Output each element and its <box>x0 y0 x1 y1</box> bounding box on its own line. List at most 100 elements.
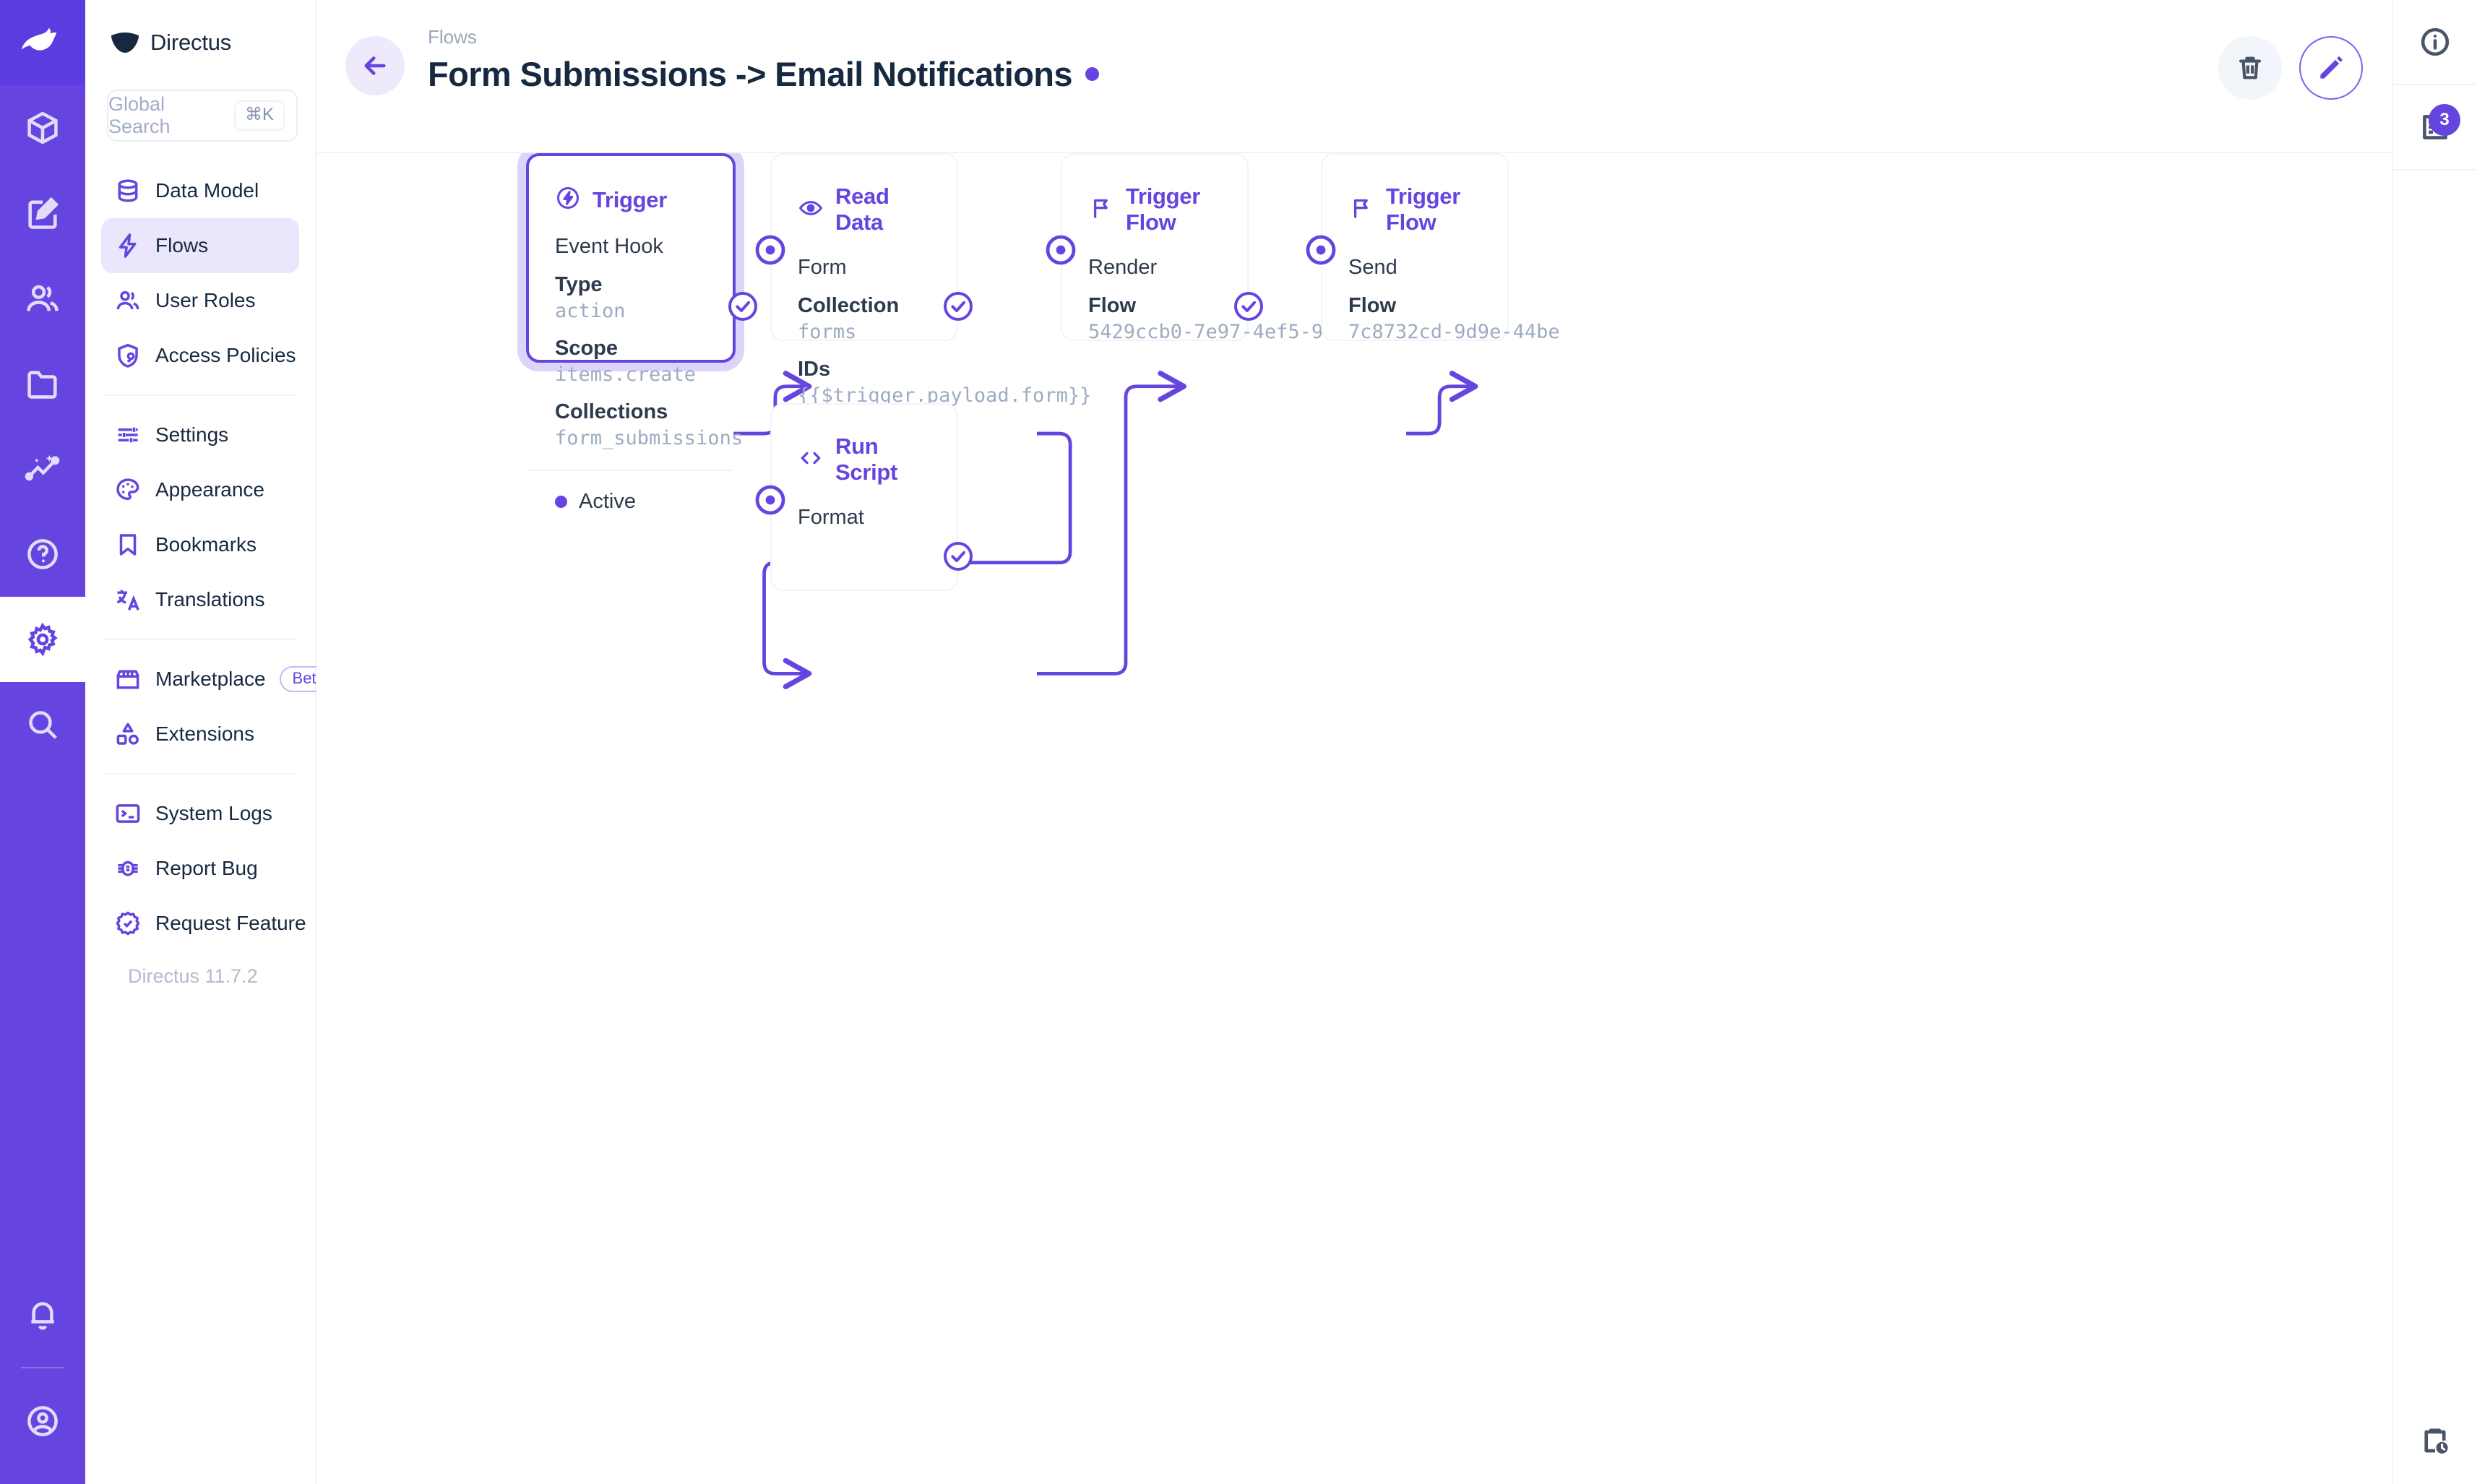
rail-divider <box>21 1367 64 1368</box>
sidebar-item-settings[interactable]: Settings <box>101 407 299 462</box>
sidebar-item-label: System Logs <box>155 802 272 824</box>
node-title-row: Read Data <box>798 184 931 236</box>
trigger-output-port[interactable] <box>725 289 760 324</box>
nav-group-data: Data Model Flows User Roles Access Polic… <box>85 163 315 383</box>
sidebar-item-flows[interactable]: Flows <box>101 218 299 273</box>
nav-group-settings: Settings Appearance Bookmarks Translatio… <box>85 407 315 627</box>
run-script-input-port[interactable] <box>753 483 788 517</box>
sidebar-item-request-feature[interactable]: Request Feature <box>101 896 306 951</box>
database-icon <box>114 177 142 204</box>
module-rail <box>0 0 85 1484</box>
editor-module[interactable] <box>0 171 85 256</box>
trigger-flow-send-input-port[interactable] <box>1304 233 1338 267</box>
flow-node-trigger-flow-send[interactable]: Trigger Flow Send Flow 7c8732cd-9d9e-44b… <box>1321 153 1560 343</box>
node-status-row: Active <box>529 470 733 514</box>
field-value: items.create <box>555 363 697 386</box>
shield-person-icon <box>114 342 142 369</box>
insights-module[interactable] <box>0 426 85 512</box>
info-panel-button[interactable] <box>2392 0 2477 85</box>
header-actions <box>2218 36 2363 100</box>
users-module[interactable] <box>0 256 85 341</box>
sidebar-item-bookmarks[interactable]: Bookmarks <box>101 517 299 572</box>
sidebar-item-label: Flows <box>155 234 209 256</box>
project-brand[interactable]: Directus <box>85 0 315 85</box>
flow-node-run-script[interactable]: Run Script Format <box>770 403 958 591</box>
right-drawer: 3 <box>2392 0 2477 1484</box>
sidebar-item-label: Translations <box>155 588 265 611</box>
sidebar-item-access-policies[interactable]: Access Policies <box>101 328 299 383</box>
header-titles: Flows Form Submissions -> Email Notifica… <box>428 26 1099 94</box>
eye-icon <box>798 195 824 225</box>
tune-icon <box>114 421 142 449</box>
version-label: Directus 11.7.2 <box>101 951 299 1001</box>
sidebar-item-label: Settings <box>155 423 229 446</box>
flow-logs-button[interactable]: 3 <box>2392 85 2477 171</box>
node-title-row: Trigger Flow <box>1348 184 1481 236</box>
sidebar-item-extensions[interactable]: Extensions <box>101 707 299 762</box>
bug-icon <box>114 855 142 882</box>
directus-logo[interactable] <box>0 0 85 85</box>
sidebar-item-label: Data Model <box>155 179 259 202</box>
help-module[interactable] <box>0 512 85 597</box>
nav-group-ext: Marketplace Beta Extensions <box>85 652 338 762</box>
flow-canvas[interactable]: Trigger Event Hook Type action Scope ite… <box>316 153 2392 1484</box>
sidebar-item-label: Appearance <box>155 478 265 501</box>
settings-module[interactable] <box>0 597 85 682</box>
notifications-button[interactable] <box>0 1272 85 1357</box>
field-key: IDs <box>798 358 831 381</box>
read-data-input-port[interactable] <box>753 233 788 267</box>
field-key: Flow <box>1088 294 1137 317</box>
run-script-output-port[interactable] <box>941 539 975 574</box>
delete-flow-button[interactable] <box>2218 36 2282 100</box>
sidebar-item-appearance[interactable]: Appearance <box>101 462 299 517</box>
node-subtitle: Form <box>798 256 847 279</box>
sidebar-item-data-model[interactable]: Data Model <box>101 163 299 218</box>
node-title: Run Script <box>835 433 898 485</box>
version-text: Directus 11.7.2 <box>128 965 258 987</box>
field-key: Type <box>555 273 603 296</box>
back-button[interactable] <box>345 36 405 95</box>
flow-node-trigger-flow-render[interactable]: Trigger Flow Render Flow 5429ccb0-7e97-4… <box>1061 153 1405 343</box>
flow-node-read-data[interactable]: Read Data Form Collection forms IDs {{$t… <box>770 153 1091 407</box>
flag-icon <box>1088 195 1114 225</box>
storefront-icon <box>114 665 142 693</box>
node-title-row: Run Script <box>798 433 931 486</box>
node-title: Trigger <box>593 186 667 212</box>
status-badge <box>1085 67 1099 82</box>
sidebar-item-marketplace[interactable]: Marketplace Beta <box>101 652 338 707</box>
sidebar-item-label: Marketplace <box>155 668 266 690</box>
users-icon <box>114 287 142 314</box>
nav-group-support: System Logs Report Bug Request Feature D… <box>85 786 315 1001</box>
nav-divider <box>104 394 296 396</box>
sidebar-item-user-roles[interactable]: User Roles <box>101 273 299 328</box>
account-button[interactable] <box>0 1379 85 1464</box>
flow-node-trigger[interactable]: Trigger Event Hook Type action Scope ite… <box>526 153 743 513</box>
edit-flow-button[interactable] <box>2299 36 2363 100</box>
search-module[interactable] <box>0 682 85 767</box>
sidebar-item-report-bug[interactable]: Report Bug <box>101 841 299 896</box>
field-key: Scope <box>555 337 619 360</box>
node-subtitle: Event Hook <box>555 235 663 258</box>
sidebar-item-translations[interactable]: Translations <box>101 572 299 627</box>
feature-request-icon <box>114 910 142 937</box>
sidebar-item-system-logs[interactable]: System Logs <box>101 786 299 841</box>
trigger-flow-render-input-port[interactable] <box>1043 233 1078 267</box>
files-module[interactable] <box>0 341 85 426</box>
search-input[interactable]: Global Search ⌘K <box>107 90 298 142</box>
activity-log-button[interactable] <box>2392 1399 2477 1484</box>
field-value: form_submissions <box>555 427 744 449</box>
bolt-icon <box>114 232 142 259</box>
trigger-flow-render-output-port[interactable] <box>1231 289 1266 324</box>
content-module[interactable] <box>0 85 85 171</box>
project-name: Directus <box>150 30 232 55</box>
sidebar-item-label: User Roles <box>155 289 256 311</box>
field-key: Collections <box>555 400 668 423</box>
node-title-row: Trigger <box>555 185 707 215</box>
sidebar-item-label: Report Bug <box>155 857 258 879</box>
read-data-output-port[interactable] <box>941 289 975 324</box>
page-title-row: Form Submissions -> Email Notifications <box>428 54 1099 94</box>
breadcrumb[interactable]: Flows <box>428 26 477 48</box>
field-key: Flow <box>1348 294 1397 317</box>
sidebar-item-label: Access Policies <box>155 344 296 366</box>
